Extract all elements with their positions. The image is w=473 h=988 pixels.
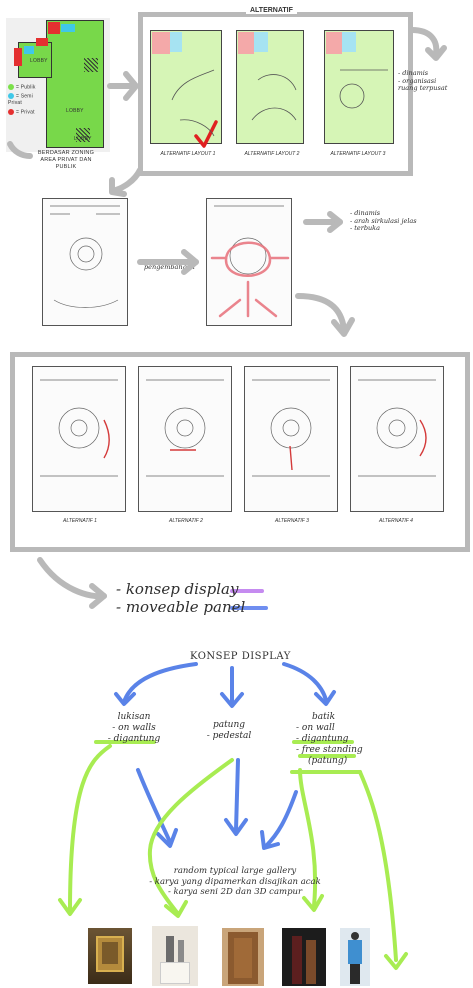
legend-item-semi-privat: = Semi Privat (8, 93, 33, 106)
wooden-cabinet-photo (222, 928, 264, 986)
framed-painting-photo (88, 928, 132, 984)
top-notes: - dinamis - organisasi ruang terpusat (398, 69, 448, 92)
layout-plan-1 (150, 30, 222, 144)
plan-caption-1: ALTERNATIF 1 (63, 518, 97, 524)
zoning-caption: BERDASAR ZONING AREA PRIVAT DAN PUBLIK (37, 150, 95, 170)
legend-item-publik: = Publik (8, 84, 44, 90)
alternatif-plan-3 (244, 366, 338, 512)
batik-display-photo (282, 928, 326, 986)
layout-caption-3: ALTERNATIF LAYOUT 3 (330, 151, 386, 157)
gallery-group: random typical large gallery - karya yan… (149, 866, 321, 897)
konsep-title: KONSEP DISPLAY (190, 651, 291, 662)
alternatif-plan-2 (138, 366, 232, 512)
plan-caption-3: ALTERNATIF 3 (275, 518, 309, 524)
legend-item-privat: = Privat (8, 108, 44, 115)
concept-legend-display: - konsep display (116, 580, 239, 598)
layout-caption-2: ALTERNATIF LAYOUT 2 (244, 151, 300, 157)
alternatif-plan-4 (350, 366, 444, 512)
blue-arrows (114, 662, 336, 850)
zoning-plan: LOBBY LOBBY LOBBY = Publik = Semi Privat… (6, 18, 110, 152)
room-label: LOBBY (66, 108, 84, 114)
development-label: pengembangan (144, 263, 195, 271)
green-arrows (58, 740, 408, 970)
room-label: LOBBY (30, 58, 48, 64)
plan-caption-2: ALTERNATIF 2 (169, 518, 203, 524)
plan-caption-4: ALTERNATIF 4 (379, 518, 413, 524)
alternatif-layout-frame (138, 12, 413, 176)
layout-plan-3 (324, 30, 394, 144)
mannequin-batik-photo (340, 928, 370, 986)
section-title: ALTERNATIF (246, 7, 297, 14)
concept-legend-panel: - moveable panel (116, 598, 246, 616)
layout-caption-1: ALTERNATIF LAYOUT 1 (160, 151, 216, 157)
batik-group: batik - on wall - digantung - free stand… (296, 712, 363, 766)
lukisan-group: lukisan - on walls - digantung (107, 712, 161, 744)
sculpture-pedestal-photo (152, 926, 198, 986)
alternatif-plan-1 (32, 366, 126, 512)
circulation-paths (210, 241, 290, 318)
zoning-legend: = Publik = Semi Privat = Privat (8, 84, 44, 115)
development-notes: - dinamis - arah sirkulasi jelas - terbu… (350, 209, 417, 232)
layout-plan-2 (236, 30, 304, 144)
check-icon (194, 120, 218, 148)
patung-group: patung - pedestal (206, 720, 252, 741)
alternatif-plan-frame (10, 352, 470, 552)
room-label: LOBBY (74, 136, 92, 142)
